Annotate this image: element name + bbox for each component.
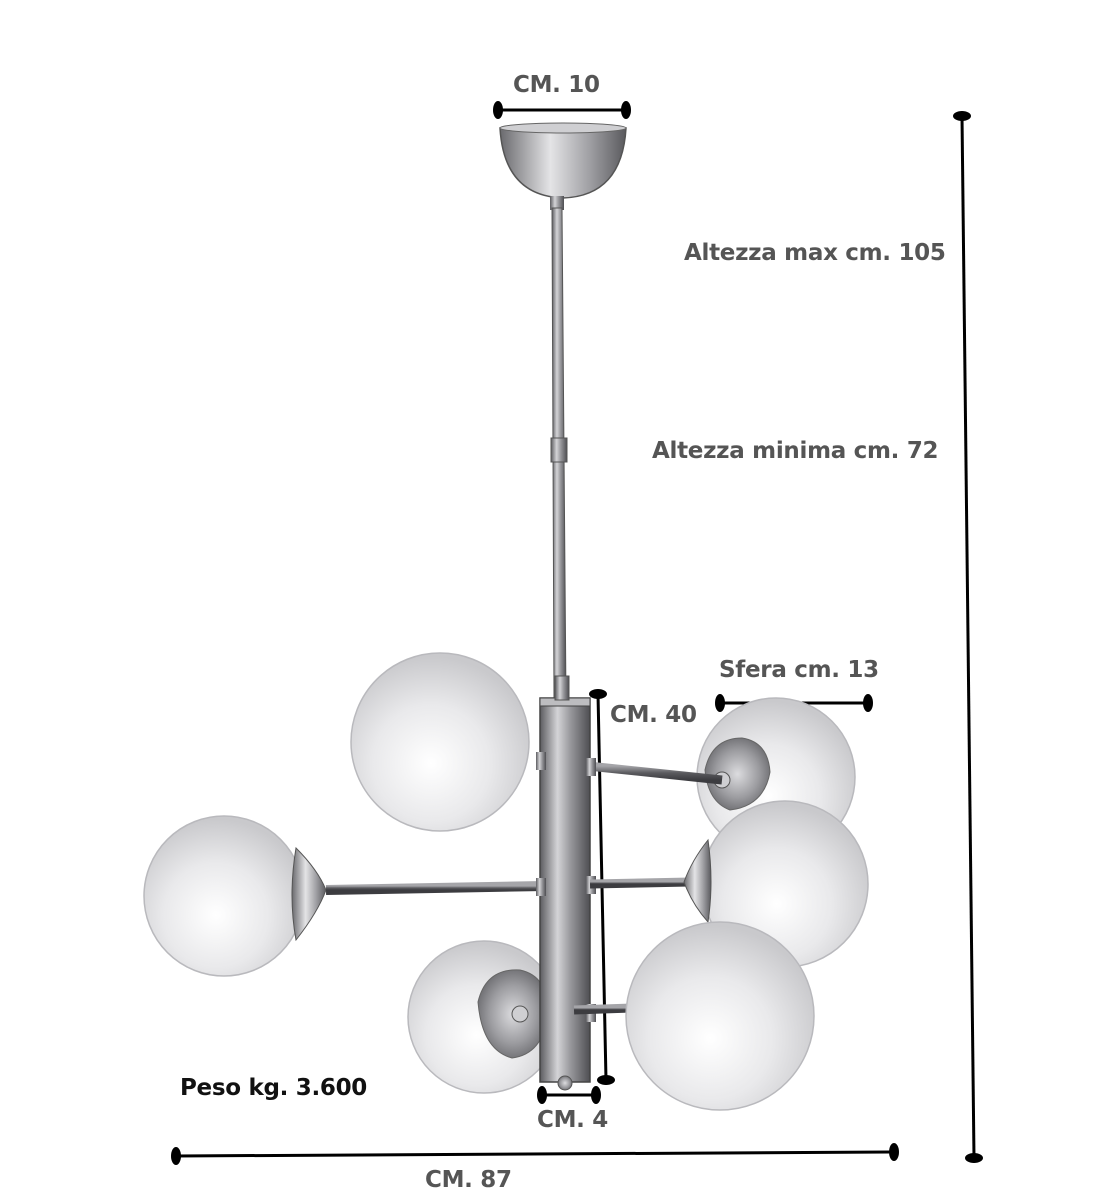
ceiling-canopy [499, 122, 627, 199]
label-height-max: Altezza max cm. 105 [684, 240, 946, 266]
label-body-width: CM. 4 [537, 1107, 609, 1133]
label-sphere-size: Sfera cm. 13 [719, 657, 879, 683]
label-canopy-width: CM. 10 [513, 72, 600, 98]
suspension-rod [550, 196, 568, 701]
glass-sphere-lower-left [407, 940, 561, 1094]
dimension-total-height [953, 111, 983, 1163]
glass-sphere-left [143, 815, 546, 977]
label-height-min: Altezza minima cm. 72 [652, 438, 939, 464]
dimension-total-width [171, 1143, 899, 1165]
glass-sphere-upper-left [350, 652, 552, 832]
label-total-width: CM. 87 [425, 1167, 512, 1193]
label-body-height: CM. 40 [610, 702, 697, 728]
central-body [536, 675, 596, 1091]
dimension-body-width [537, 1086, 601, 1104]
glass-sphere-lower-right [573, 921, 815, 1111]
label-weight: Peso kg. 3.600 [180, 1075, 368, 1101]
dimension-canopy-width [493, 101, 631, 119]
